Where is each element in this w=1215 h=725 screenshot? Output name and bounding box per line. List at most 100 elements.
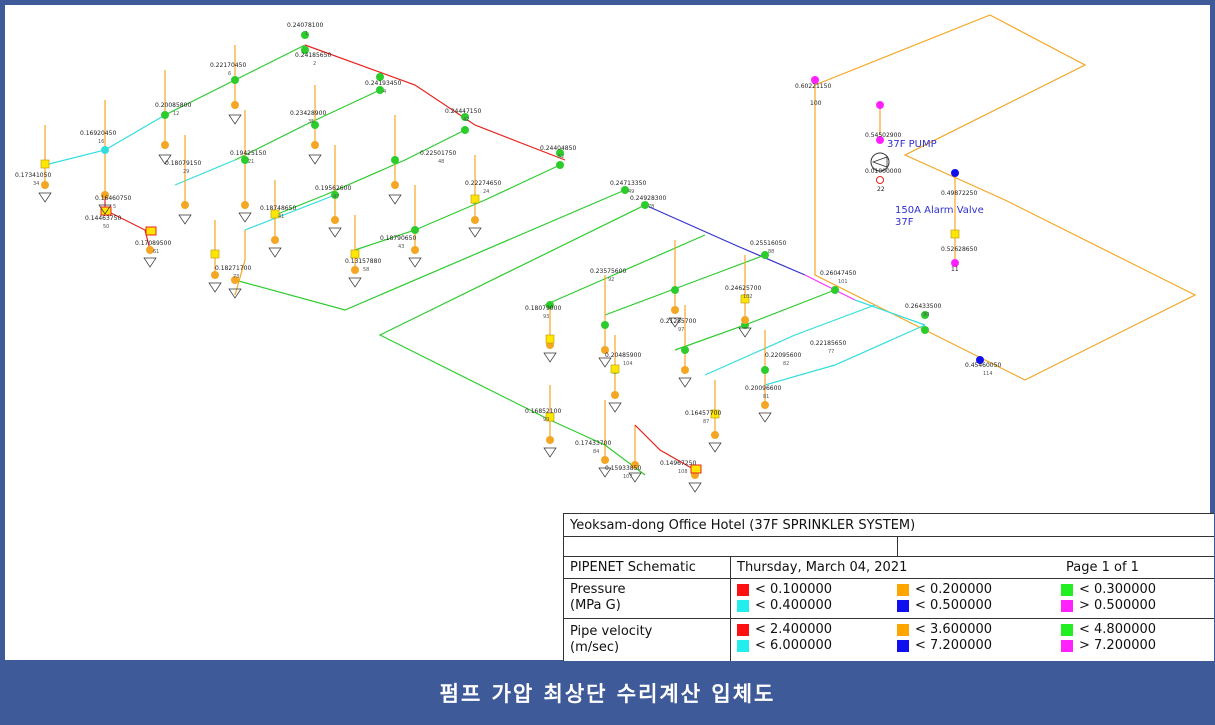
pump-node-id: 22 xyxy=(877,186,885,193)
node-id-58: 58 xyxy=(363,267,369,273)
velocity-legend-item: < 7.200000 xyxy=(897,638,992,653)
legend-swatch xyxy=(737,623,749,636)
node-pressure-81: 0.20096600 xyxy=(745,385,781,392)
pump-label: 37F PUMP xyxy=(887,139,937,150)
node-id-42: 42 xyxy=(463,117,469,123)
node-id-2: 2 xyxy=(313,61,316,67)
node-id-104: 104 xyxy=(623,361,633,367)
pipe-network-diagram: 0.2407810010.2418565020.2419345040.22170… xyxy=(15,14,1197,493)
legend-swatch xyxy=(737,599,749,612)
alarm-valve-floor: 37F xyxy=(895,217,914,228)
lower-right-zone-pipes xyxy=(544,204,926,476)
info-row: PIPENET Schematic Thursday, March 04, 20… xyxy=(564,556,1214,579)
legend-text: < 0.300000 xyxy=(1079,582,1157,597)
velocity-legend-item: < 3.600000 xyxy=(897,622,992,637)
legend-swatch xyxy=(897,583,909,596)
node-id-82: 82 xyxy=(783,361,789,367)
legend-text: < 6.000000 xyxy=(755,638,833,653)
node-pressure-108: 0.14967250 xyxy=(660,460,696,467)
node-id-77: 77 xyxy=(828,349,834,355)
node-id-49: 49 xyxy=(628,189,634,195)
node-pressure-2: 0.24185650 xyxy=(295,52,331,59)
pressure-label: Pressure xyxy=(570,582,626,597)
node-pressure-1: 0.24078100 xyxy=(287,22,323,29)
legend-swatch xyxy=(737,639,749,652)
sprinkler-heads xyxy=(38,114,772,493)
node-pressure-47: 0.19562600 xyxy=(315,185,351,192)
pressure-unit: (MPa G) xyxy=(570,598,621,613)
node-pressure-93: 0.18079000 xyxy=(525,305,561,312)
node-id-43: 43 xyxy=(398,244,404,250)
legend-text: > 0.500000 xyxy=(1079,598,1157,613)
pressure-legend-item: < 0.100000 xyxy=(737,582,832,597)
node-pressure-4: 0.24193450 xyxy=(365,80,401,87)
velocity-legend-item: > 7.200000 xyxy=(1061,638,1156,653)
node-id-90: 90 xyxy=(923,312,929,318)
pressure-legend-item: > 0.500000 xyxy=(1061,598,1156,613)
pressure-legend-item: < 0.500000 xyxy=(897,598,992,613)
node-id-88: 88 xyxy=(768,249,774,255)
project-title: Yeoksam-dong Office Hotel (37F SPRINKLER… xyxy=(570,517,916,533)
node-id-101: 101 xyxy=(838,279,848,285)
upper-left-zone-pipes xyxy=(44,44,566,296)
pump-symbol xyxy=(870,152,890,184)
node-pressure-92: 0.23575600 xyxy=(590,268,626,275)
node-pressure-77: 0.22185650 xyxy=(810,340,846,347)
node-pressure-6: 0.22170450 xyxy=(210,62,246,69)
node-id-99: 99 xyxy=(543,417,549,423)
velocity-legend-entries: < 2.400000< 3.600000< 4.800000< 6.000000… xyxy=(730,618,1215,661)
alarm-valve-pressure-bottom: 0.52628650 xyxy=(941,246,977,253)
node-id-93: 93 xyxy=(543,314,549,320)
node-id-12: 12 xyxy=(173,111,179,117)
legend-swatch xyxy=(897,639,909,652)
main-feed-green xyxy=(234,189,646,421)
node-pressure-114: 0.45460050 xyxy=(965,362,1001,369)
velocity-label: Pipe velocity xyxy=(570,623,653,639)
node-id-114: 114 xyxy=(983,371,993,377)
node-pressure-41: 0.18748650 xyxy=(260,205,296,212)
node-pressure-82: 0.22095600 xyxy=(765,352,801,359)
node-id-87: 87 xyxy=(703,419,709,425)
pressure-legend-row: Pressure (MPa G) < 0.100000< 0.200000< 0… xyxy=(564,578,1214,619)
node-id-78: 78 xyxy=(648,204,654,210)
suction-node-pressure: 0.60221150 xyxy=(795,83,831,90)
blank-row xyxy=(564,536,1214,557)
node-id-1: 1 xyxy=(305,31,308,37)
report-date: Thursday, March 04, 2021 xyxy=(730,556,1060,578)
node-id-34: 34 xyxy=(33,181,39,187)
node-id-97: 97 xyxy=(678,327,684,333)
node-pressure-34: 0.17341050 xyxy=(15,172,51,179)
pressure-legend-item: < 0.400000 xyxy=(737,598,832,613)
node-pressure-99: 0.16852100 xyxy=(525,408,561,415)
node-id-107: 107 xyxy=(623,474,633,480)
node-id-16: 16 xyxy=(98,139,104,145)
pressure-legend-entries: < 0.100000 < 0.200000 < 0.300000 < 0.400000… xyxy=(730,578,1215,618)
blank-cell xyxy=(897,536,1214,556)
pump-pressure-bottom: 0.01000000 xyxy=(865,168,901,175)
suction-node-id: 100 xyxy=(810,100,822,107)
pressure-legend-item: < 0.200000 xyxy=(897,582,992,597)
legend-swatch xyxy=(1061,599,1073,612)
node-id-73: 73 xyxy=(233,274,239,280)
pump-pressure-top: 0.54502900 xyxy=(865,132,901,139)
node-id-47: 47 xyxy=(333,194,339,200)
legend-swatch xyxy=(737,583,749,596)
legend-text: < 4.800000 xyxy=(1079,622,1157,637)
node-id-24: 24 xyxy=(483,189,489,195)
node-pressure-88: 0.25516050 xyxy=(750,240,786,247)
velocity-legend-item: < 6.000000 xyxy=(737,638,832,653)
legend-text: < 0.400000 xyxy=(755,598,833,613)
title-block: Yeoksam-dong Office Hotel (37F SPRINKLER… xyxy=(563,513,1214,661)
node-id-6: 6 xyxy=(228,71,231,77)
legend-swatch xyxy=(1061,623,1073,636)
node-id-35: 35 xyxy=(308,119,314,125)
node-id-5: 5 xyxy=(113,204,116,210)
node-pressure-52: 0.24404850 xyxy=(540,145,576,152)
node-id-81: 81 xyxy=(763,394,769,400)
node-id-52: 52 xyxy=(558,154,564,160)
node-id-84: 84 xyxy=(593,449,599,455)
node-pressure-29: 0.18079150 xyxy=(165,160,201,167)
title-row: Yeoksam-dong Office Hotel (37F SPRINKLER… xyxy=(564,514,1214,537)
node-pressure-42: 0.24447150 xyxy=(445,108,481,115)
node-pressure-35: 0.23428900 xyxy=(290,110,326,117)
